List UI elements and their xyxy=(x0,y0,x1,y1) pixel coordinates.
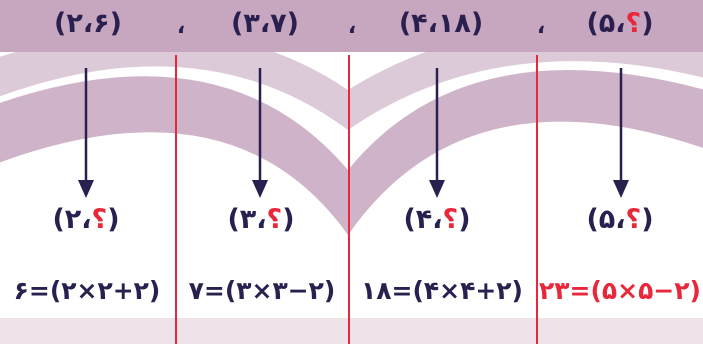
bottom-pair-3-prefix: (۴، xyxy=(403,204,443,235)
top-pair-4-suffix: ) xyxy=(641,8,654,39)
bottom-pair-3-suffix: ) xyxy=(458,204,471,235)
top-pair-3: (۴،۱۸) xyxy=(398,8,484,39)
question-mark: ؟ xyxy=(442,204,459,235)
top-pair-1: (۲،۶) xyxy=(54,8,122,39)
separator-3: ، xyxy=(536,14,546,39)
bottom-pair-3: (۴،؟) xyxy=(403,206,470,233)
arrow-col-2 xyxy=(252,68,268,198)
equation-2: ۷=(۳×۳−۲) xyxy=(188,276,336,305)
arrow-col-4 xyxy=(613,68,629,198)
bottom-pair-1-suffix: ) xyxy=(107,204,120,235)
arrow-col-1 xyxy=(78,68,94,198)
separator-1: ، xyxy=(176,14,186,39)
top-pair-2: (۳،۷) xyxy=(231,8,299,39)
bottom-pair-2-suffix: ) xyxy=(282,204,295,235)
bottom-pair-2: (۳،؟) xyxy=(227,206,294,233)
arrow-col-3 xyxy=(429,68,445,198)
bottom-band xyxy=(0,318,703,344)
separator-2: ، xyxy=(347,14,357,39)
bottom-pair-1: (۲،؟) xyxy=(52,206,119,233)
bottom-pair-2-prefix: (۳، xyxy=(227,204,267,235)
top-pair-4-prefix: (۵، xyxy=(586,8,626,39)
bottom-pair-1-prefix: (۲، xyxy=(52,204,92,235)
question-mark: ؟ xyxy=(625,8,642,39)
equation-3: ۱۸=(۴×۴+۲) xyxy=(361,276,523,305)
question-mark: ؟ xyxy=(91,204,108,235)
question-mark: ؟ xyxy=(625,204,642,235)
top-pair-4: (۵،؟) xyxy=(586,10,653,37)
bottom-pair-4-suffix: ) xyxy=(641,204,654,235)
equation-1: ۶=(۲×۲+۲) xyxy=(13,276,161,305)
bottom-pair-4-prefix: (۵، xyxy=(586,204,626,235)
question-mark: ؟ xyxy=(266,204,283,235)
bottom-pair-4: (۵،؟) xyxy=(586,206,653,233)
right-arc-upper xyxy=(348,25,703,130)
equation-4: ۲۳=(۵×۵−۲) xyxy=(539,276,701,305)
left-arc-upper xyxy=(0,31,348,130)
